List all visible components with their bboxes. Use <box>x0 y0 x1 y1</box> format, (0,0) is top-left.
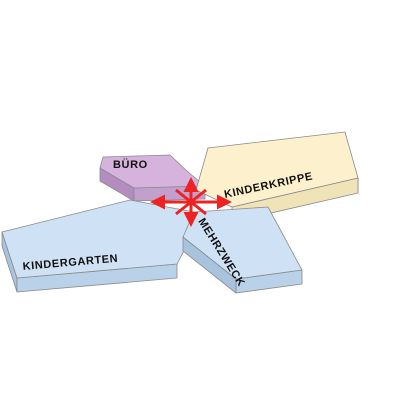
block-buero: BÜRO <box>99 154 206 202</box>
block-buero-label: BÜRO <box>113 158 148 171</box>
block-mehrzweck: MEHRZWECK <box>182 206 303 294</box>
block-kindergarten: KINDERGARTEN <box>1 199 199 293</box>
block-mehrzweck-top <box>182 206 303 280</box>
block-buero-top <box>99 154 206 189</box>
arrow-diagonal-b <box>175 188 207 216</box>
four-way-arrow-icon <box>150 177 232 227</box>
block-kinderkrippe: KINDERKRIPPE <box>195 131 359 223</box>
